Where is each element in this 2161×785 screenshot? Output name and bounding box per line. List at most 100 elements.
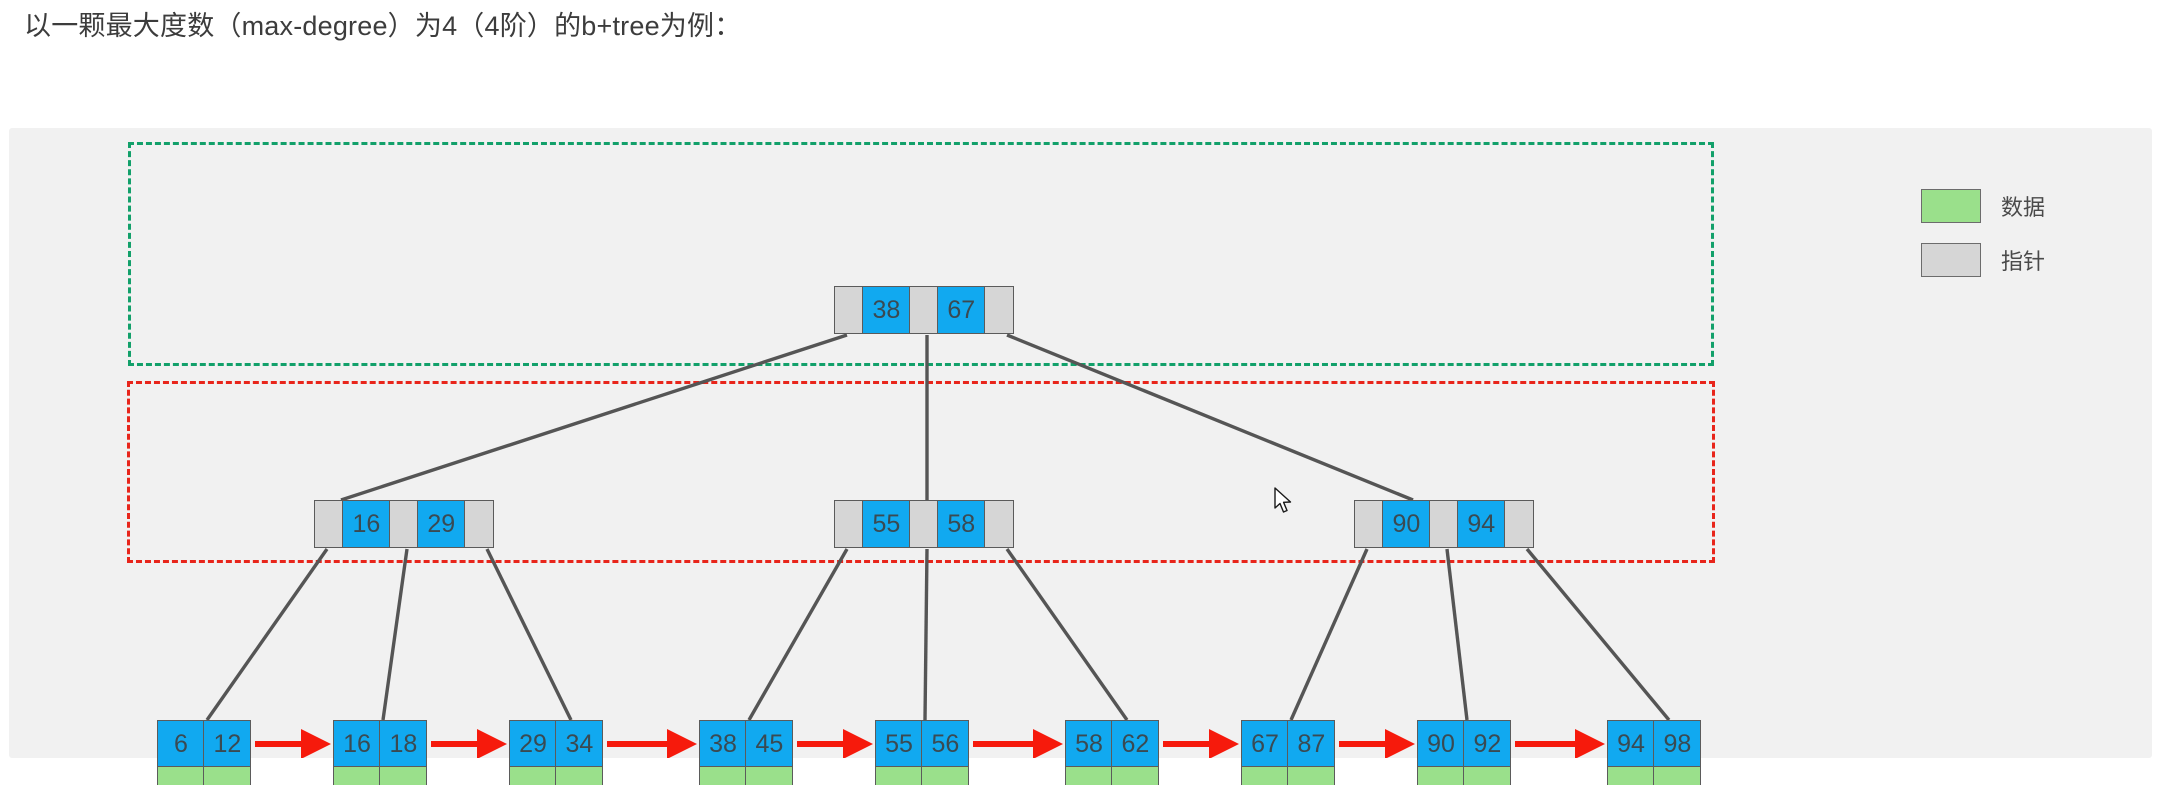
- link-ir-leaf7: [1289, 548, 1369, 721]
- page-title: 以一颗最大度数（max-degree）为4（4阶）的b+tree为例：: [24, 11, 742, 41]
- key-cell: 16: [342, 500, 391, 548]
- root-node-root: 38 67: [834, 286, 1014, 334]
- data-green-swatch: [1921, 189, 1981, 223]
- leaf-key-cell: 18: [379, 720, 428, 768]
- leaf-key-cell: 45: [745, 720, 794, 768]
- leaf-data-cell: [1111, 766, 1160, 785]
- key-cell: 58: [937, 500, 986, 548]
- leaf-key-cell: 55: [875, 720, 923, 768]
- leaf-data-row: [157, 766, 252, 785]
- link-im-leaf5: [923, 548, 929, 721]
- leaf-key-cell: 56: [921, 720, 970, 768]
- key-cell: 90: [1382, 500, 1431, 548]
- leaf-data-cell: [1241, 766, 1289, 785]
- internal-middle-child-links: [747, 548, 1129, 721]
- internal-left-child-links: [205, 548, 573, 721]
- internal-node-internal-middle: 55 58: [834, 500, 1014, 548]
- legend-row-1: 指针: [1921, 240, 2121, 280]
- pointer-cell: [983, 286, 1014, 334]
- legend: 数据指针: [1921, 186, 2121, 294]
- link-il-leaf2: [381, 548, 409, 721]
- leaf-data-cell: [1287, 766, 1336, 785]
- link-im-leaf4: [747, 548, 849, 721]
- pointer-cell: [314, 500, 344, 548]
- leaf-data-cell: [1463, 766, 1512, 785]
- leaf-key-cell: 94: [1607, 720, 1655, 768]
- leaf-data-row: [875, 766, 970, 785]
- pointer-gray-swatch: [1921, 243, 1981, 277]
- leaf-data-cell: [509, 766, 557, 785]
- leaf-data-row: [1607, 766, 1702, 785]
- link-ir-leaf9: [1525, 547, 1671, 722]
- leaf-key-cell: 67: [1241, 720, 1289, 768]
- leaf-key-cell: 29: [509, 720, 557, 768]
- leaf-data-cell: [875, 766, 923, 785]
- internal-node-internal-right: 90 94: [1354, 500, 1534, 548]
- leaf-key-cell: 87: [1287, 720, 1336, 768]
- data-region-box: [127, 381, 1715, 563]
- leaf-data-cell: [921, 766, 970, 785]
- pointer-cell: [1503, 500, 1534, 548]
- index-region-box: [128, 142, 1714, 366]
- leaf-data-cell: [1607, 766, 1655, 785]
- leaf-data-cell: [745, 766, 794, 785]
- leaf-data-cell: [379, 766, 428, 785]
- leaf-data-cell: [1653, 766, 1702, 785]
- key-cell: 29: [417, 500, 466, 548]
- leaf-data-cell: [1417, 766, 1465, 785]
- legend-label: 数据: [2001, 195, 2046, 220]
- pointer-cell: [1428, 500, 1459, 548]
- link-il-leaf1: [205, 548, 329, 721]
- leaf-data-cell: [203, 766, 252, 785]
- pointer-cell: [388, 500, 419, 548]
- pointer-cell: [908, 500, 939, 548]
- leaf-key-cell: 58: [1065, 720, 1113, 768]
- leaf-data-cell: [1065, 766, 1113, 785]
- link-im-leaf6: [1005, 548, 1129, 721]
- pointer-cell: [983, 500, 1014, 548]
- leaf-data-row: [1241, 766, 1336, 785]
- pointer-cell: [834, 286, 864, 334]
- leaf-data-row: [333, 766, 428, 785]
- leaf-data-row: [1417, 766, 1512, 785]
- leaf-key-cell: 12: [203, 720, 252, 768]
- link-ir-leaf8: [1445, 548, 1469, 721]
- pointer-cell: [463, 500, 494, 548]
- leaf-data-cell: [157, 766, 205, 785]
- leaf-key-cell: 90: [1417, 720, 1465, 768]
- pointer-cell: [908, 286, 939, 334]
- leaf-data-cell: [699, 766, 747, 785]
- leaf-key-cell: 62: [1111, 720, 1160, 768]
- leaf-data-row: [509, 766, 604, 785]
- legend-row-0: 数据: [1921, 186, 2121, 226]
- link-il-leaf3: [485, 548, 573, 721]
- pointer-cell: [834, 500, 864, 548]
- leaf-key-cell: 6: [157, 720, 205, 768]
- key-cell: 67: [937, 286, 986, 334]
- leaf-key-cell: 38: [699, 720, 747, 768]
- key-cell: 38: [862, 286, 911, 334]
- leaf-data-cell: [333, 766, 381, 785]
- key-cell: 55: [862, 500, 911, 548]
- key-cell: 94: [1457, 500, 1506, 548]
